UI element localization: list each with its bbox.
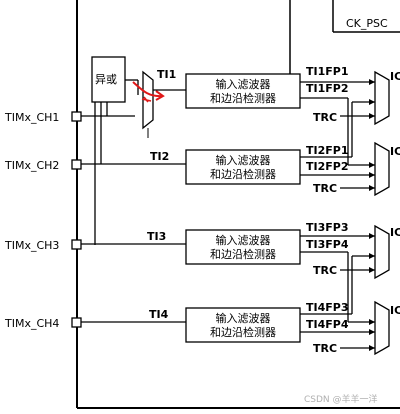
ck-psc-label: CK_PSC	[346, 17, 388, 30]
mux-arrowheads	[369, 79, 375, 351]
ic3-label: IC	[390, 226, 400, 239]
ti1-filter-box	[185, 73, 301, 109]
arrow-ic2-c	[369, 185, 375, 191]
input-ch3-pin	[71, 239, 82, 250]
input-ch1-label: TIMx_CH1	[4, 111, 59, 124]
input-ch3: TIMx_CH3	[4, 239, 82, 252]
arrow-ic3-a	[369, 233, 375, 239]
input-ch2-pin	[71, 159, 82, 170]
ti1-label: TI1	[157, 68, 176, 81]
arrow-ic2-a	[369, 162, 375, 168]
arrow-ic4-b	[369, 329, 375, 335]
arrow-ic1-b	[369, 99, 375, 105]
ic2-label: IC	[390, 145, 400, 158]
input-ch4-label: TIMx_CH4	[4, 317, 59, 330]
input-ch4: TIMx_CH4	[4, 317, 82, 330]
ti2-label: TI2	[150, 150, 169, 163]
ti2-trc-label: TRC	[313, 182, 337, 195]
arrow-ic4-a	[369, 319, 375, 325]
ti4fp4-label: TI4FP4	[306, 318, 349, 331]
ic2-mux	[374, 141, 390, 197]
ti2-filter-line1: 输入滤波器	[216, 153, 271, 167]
ti1-filter-line1: 输入滤波器	[216, 77, 271, 91]
ic4-mux	[374, 300, 390, 356]
annotation-arrowhead	[155, 90, 165, 101]
annotation-arrow	[132, 81, 163, 98]
ti2-filter-box	[185, 149, 301, 185]
arrow-ic3-c	[369, 267, 375, 273]
ti4fp3-label: TI4FP3	[306, 301, 348, 314]
ti4-label: TI4	[149, 308, 169, 321]
channel-3: TI3 输入滤波器 和边沿检测器 TI3FP3 TI3FP4 TRC IC	[147, 221, 400, 280]
input-ch2: TIMx_CH2	[4, 159, 82, 172]
arrow-ic2-b	[369, 172, 375, 178]
ic1-label: IC	[390, 70, 400, 83]
ti3-filter-line2: 和边沿检测器	[210, 247, 276, 261]
ti3-filter-line1: 输入滤波器	[216, 233, 271, 247]
ic1-mux	[374, 70, 390, 126]
ti4-filter-line2: 和边沿检测器	[210, 325, 276, 339]
input-ch2-label: TIMx_CH2	[4, 159, 59, 172]
ti3-label: TI3	[147, 230, 166, 243]
channel-1: TI1 输入滤波器 和边沿检测器 TI1FP1 TI1FP2 TRC IC	[157, 65, 400, 126]
ti3-filter-box	[185, 229, 301, 265]
ti2-filter-line2: 和边沿检测器	[210, 167, 276, 181]
ti2fp2-label: TI2FP2	[306, 160, 348, 173]
ti3fp4-label: TI3FP4	[306, 238, 349, 251]
annotation-mark	[141, 96, 152, 103]
xor-label: 异或	[95, 73, 117, 86]
ti4-filter-box	[185, 307, 301, 343]
input-ch1-pin	[71, 111, 82, 122]
arrow-ic1-c	[369, 113, 375, 119]
input-ch1: TIMx_CH1	[4, 111, 82, 124]
ic4-label: IC	[390, 304, 400, 317]
ti2fp1-label: TI2FP1	[306, 144, 348, 157]
ic3-mux	[374, 224, 390, 280]
ti1-filter-line2: 和边沿检测器	[210, 91, 276, 105]
input-ch3-label: TIMx_CH3	[4, 239, 59, 252]
ti4-filter-line1: 输入滤波器	[216, 311, 271, 325]
watermark: CSDN @羊羊一洋	[304, 393, 378, 405]
ti1fp1-label: TI1FP1	[306, 65, 348, 78]
ti1fp2-label: TI1FP2	[306, 82, 348, 95]
ti1-trc-label: TRC	[313, 111, 337, 124]
channel-4: TI4 输入滤波器 和边沿检测器 TI4FP3 TI4FP4 TRC IC	[149, 300, 400, 356]
arrow-ic1-a	[369, 79, 375, 85]
arrow-ic3-b	[369, 253, 375, 259]
arrow-ic4-c	[369, 345, 375, 351]
ti3-trc-label: TRC	[313, 264, 337, 277]
xor-gate: 异或	[91, 56, 126, 103]
channel-2: TI2 输入滤波器 和边沿检测器 TI2FP1 TI2FP2 TRC IC	[150, 141, 400, 197]
input-ch4-pin	[71, 317, 82, 328]
ti4-trc-label: TRC	[313, 342, 337, 355]
ti3fp3-label: TI3FP3	[306, 221, 348, 234]
